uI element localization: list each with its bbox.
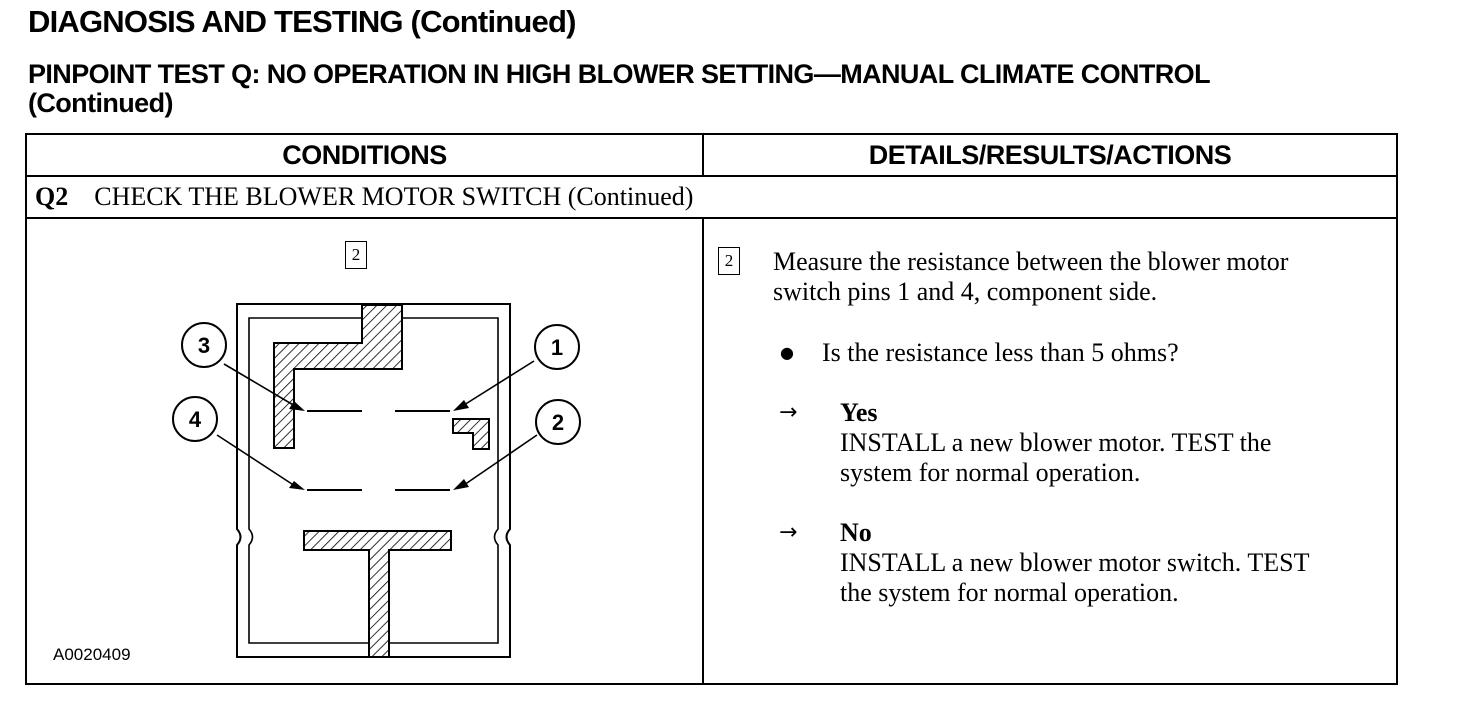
right-arrow-icon: →	[779, 400, 798, 425]
pin-4-callout: 4	[172, 396, 218, 442]
step-title: CHECK THE BLOWER MOTOR SWITCH (Continued…	[94, 182, 694, 211]
no-label: No	[840, 518, 872, 547]
figure-id: A0020409	[53, 645, 131, 664]
header-divider	[702, 135, 704, 175]
pin-4-label: 4	[189, 407, 202, 432]
test-title: PINPOINT TEST Q: NO OPERATION IN HIGH BL…	[28, 59, 1211, 118]
pin-3-callout: 3	[181, 322, 227, 368]
row-divider-1	[27, 175, 1396, 177]
pin-2-callout: 2	[535, 399, 581, 445]
page-title: DIAGNOSIS AND TESTING (Continued)	[28, 4, 576, 39]
no-action-line-2: the system for normal operation.	[840, 578, 1179, 607]
instruction-line-2: switch pins 1 and 4, component side.	[773, 277, 1158, 306]
step-row: Q2 CHECK THE BLOWER MOTOR SWITCH (Continu…	[35, 177, 693, 217]
details-step-box: 2	[718, 247, 740, 275]
yes-label: Yes	[840, 398, 878, 427]
pin-2-label: 2	[552, 410, 564, 435]
switch-housing-outer	[236, 303, 511, 658]
test-title-line1: PINPOINT TEST Q: NO OPERATION IN HIGH BL…	[28, 59, 1211, 89]
details-header: DETAILS/RESULTS/ACTIONS	[868, 140, 1232, 170]
switch-diagram: 3 1 4 2	[172, 303, 581, 658]
question-text: Is the resistance less than 5 ohms?	[822, 338, 1179, 367]
right-arrow-icon: →	[779, 520, 798, 545]
pinpoint-test-table: CONDITIONS DETAILS/RESULTS/ACTIONS Q2 CHE…	[25, 133, 1398, 685]
instruction-line-1: Measure the resistance between the blowe…	[773, 247, 1289, 276]
pin-1-label: 1	[551, 335, 563, 360]
conditions-header: CONDITIONS	[282, 140, 447, 170]
yes-action-line-2: system for normal operation.	[840, 458, 1141, 487]
test-title-line2: (Continued)	[28, 88, 173, 118]
body-divider	[702, 217, 704, 683]
step-id: Q2	[35, 182, 69, 211]
no-action-line-1: INSTALL a new blower motor switch. TEST	[840, 548, 1310, 577]
switch-housing-inner	[248, 317, 499, 644]
pin-1-contact	[452, 418, 490, 450]
figure-step-box: 2	[345, 241, 367, 269]
yes-action-line-1: INSTALL a new blower motor. TEST the	[840, 428, 1272, 457]
row-divider-2	[27, 217, 1396, 219]
pin-3-contact	[273, 304, 403, 449]
bullet-icon: ●	[780, 343, 794, 362]
common-contact	[303, 530, 452, 658]
pin-3-label: 3	[198, 333, 210, 358]
pin-1-callout: 1	[534, 324, 580, 370]
